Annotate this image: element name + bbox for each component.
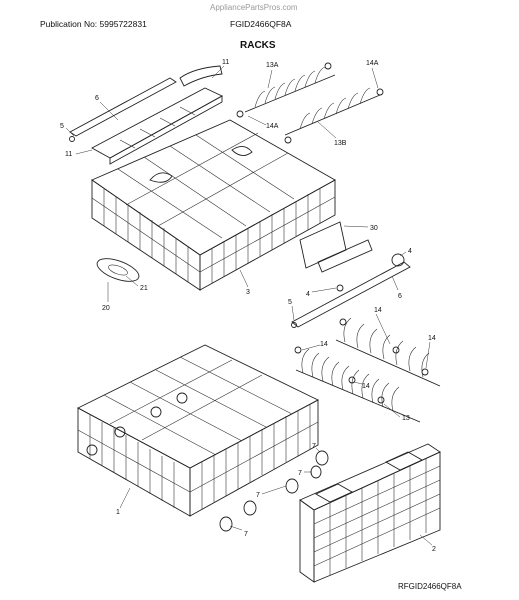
callout-4: 4 xyxy=(408,248,412,255)
callout-20: 20 xyxy=(102,305,110,312)
callout-7: 7 xyxy=(244,531,248,538)
watermark: AppliancePartsPros.com xyxy=(210,3,298,12)
callout-5: 5 xyxy=(288,299,292,306)
callout-7: 7 xyxy=(312,443,316,450)
diagram-code: RFGID2466QF8A xyxy=(398,582,462,591)
callout-13: 13 xyxy=(402,415,410,422)
callout-4: 4 xyxy=(306,291,310,298)
leader-lines xyxy=(65,65,433,546)
cup-shelf-left xyxy=(69,65,223,165)
upper-tine-assembly xyxy=(236,62,384,144)
callout-14: 14 xyxy=(374,307,382,314)
silverware-basket xyxy=(299,443,441,583)
callout-labels: 11 13A 14A 6 5 11 14A 13B 30 4 4 21 20 3… xyxy=(60,59,436,553)
callout-21: 21 xyxy=(140,285,148,292)
callout-13b: 13B xyxy=(334,140,347,147)
callout-6: 6 xyxy=(398,293,402,300)
section-title: RACKS xyxy=(240,40,276,51)
spray-clip xyxy=(96,258,140,282)
upper-rack xyxy=(91,119,336,291)
lower-tine-assembly xyxy=(294,317,441,423)
callout-11: 11 xyxy=(222,59,229,66)
callout-5: 5 xyxy=(60,123,64,130)
callout-2: 2 xyxy=(432,546,436,553)
callout-14a: 14A xyxy=(366,60,379,67)
callout-3: 3 xyxy=(246,289,250,296)
callout-14: 14 xyxy=(320,341,328,348)
callout-14: 14 xyxy=(428,335,436,342)
callout-13a: 13A xyxy=(266,62,279,69)
callout-30: 30 xyxy=(370,225,378,232)
callout-14a: 14A xyxy=(266,123,279,130)
publication-number: Publication No: 5995722831 xyxy=(40,19,147,29)
callout-14: 14 xyxy=(362,383,370,390)
callout-6: 6 xyxy=(95,95,99,102)
callout-1: 1 xyxy=(116,509,120,516)
lower-rack xyxy=(77,344,319,517)
model-number: FGID2466QF8A xyxy=(230,19,292,29)
rack-adjuster xyxy=(299,221,405,292)
rack-rail xyxy=(291,261,411,328)
callout-7: 7 xyxy=(256,492,260,499)
callout-7: 7 xyxy=(298,470,302,477)
callout-11: 11 xyxy=(65,151,72,158)
